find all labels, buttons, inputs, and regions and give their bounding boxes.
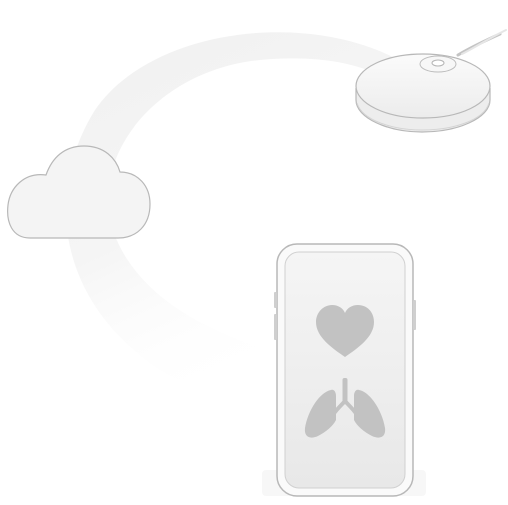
smartphone bbox=[274, 244, 416, 496]
cloud-icon bbox=[8, 146, 150, 238]
sensor-device bbox=[356, 54, 490, 132]
